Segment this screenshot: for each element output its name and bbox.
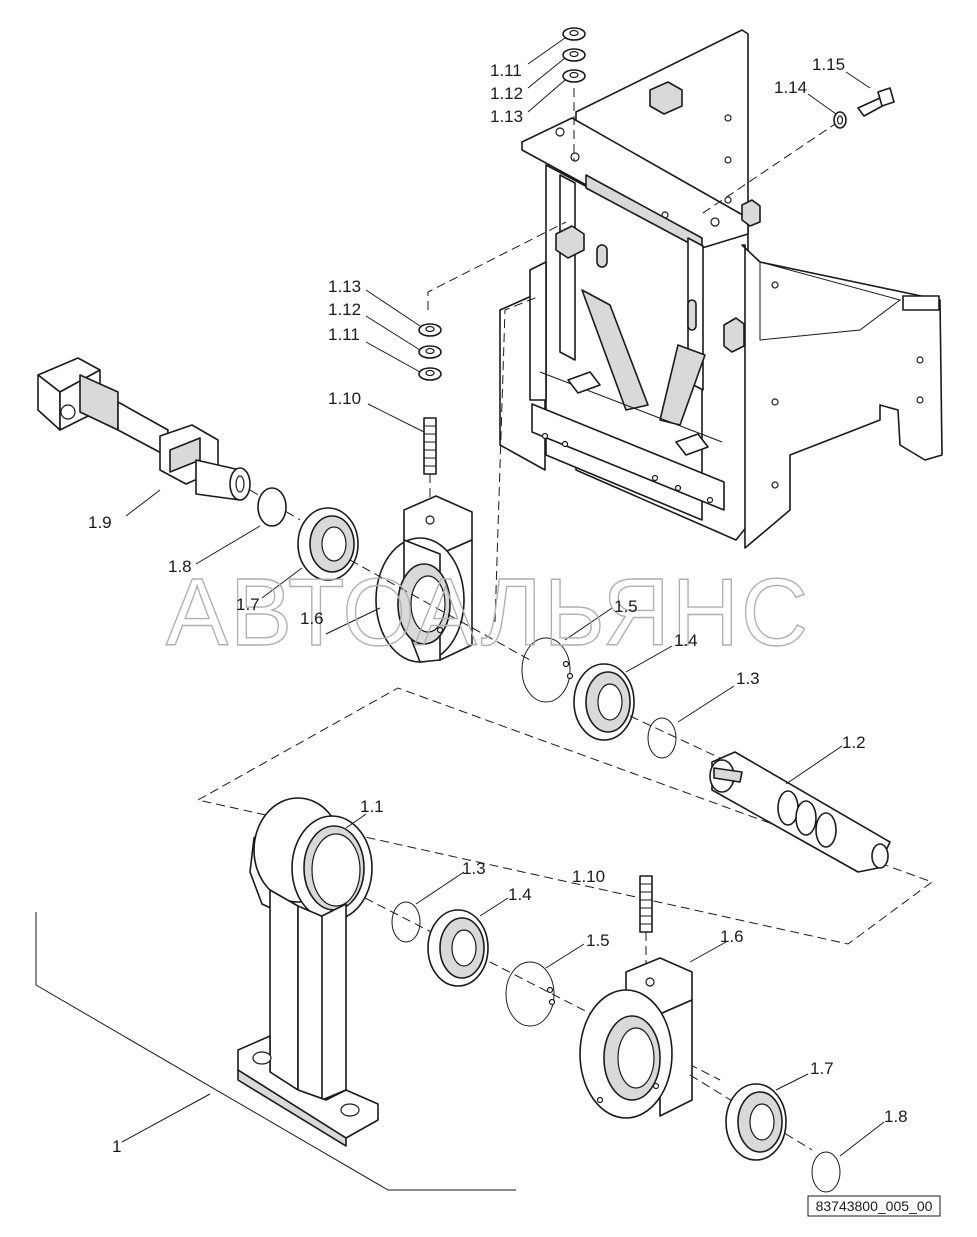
callout-1-5-lower: 1.5: [586, 931, 610, 950]
callout-1-7-lower: 1.7: [810, 1059, 834, 1078]
group-bracket-1: [35, 912, 516, 1191]
assembly-line-stud: [427, 221, 567, 310]
pedestal-bracket: [237, 797, 379, 1147]
callout-1-9: 1.9: [88, 513, 112, 532]
internal-circlip-upper: [521, 637, 574, 703]
nut-washer-stack-middle: [418, 323, 442, 381]
drive-shaft: [709, 751, 891, 873]
leader-lines: [121, 37, 885, 1157]
callout-1-1: 1.1: [360, 797, 384, 816]
callout-1-4-lower: 1.4: [508, 885, 532, 904]
callout-labels: 1.11 1.12 1.13 1.15 1.14 1.13 1.12 1.11 …: [88, 55, 908, 1156]
callout-1: 1: [112, 1137, 121, 1156]
assembly-line-housing: [494, 295, 541, 623]
callout-1-12-middle: 1.12: [328, 300, 361, 319]
callout-1-12-top: 1.12: [490, 84, 523, 103]
bearing-upper-left: [297, 507, 359, 581]
callout-1-2: 1.2: [842, 733, 866, 752]
callout-1-13-middle: 1.13: [328, 277, 361, 296]
bolt-and-washer: [833, 87, 895, 129]
threaded-stud-lower: [639, 875, 653, 978]
callout-1-4-upper: 1.4: [674, 631, 698, 650]
bearing-housing-lower: [579, 957, 693, 1119]
callout-1-11-top: 1.11: [490, 61, 522, 80]
callout-1-13-top: 1.13: [490, 107, 523, 126]
external-circlip-upper: [647, 717, 677, 759]
nut-washer-stack-top: [562, 27, 586, 83]
drawing-number-box: 83743800_005_00: [807, 1195, 941, 1217]
callout-1-8-upper: 1.8: [168, 557, 192, 576]
external-circlip-lower: [391, 901, 421, 943]
callout-1-3-lower: 1.3: [462, 859, 486, 878]
watermark-text: АВТОАЛЬЯНС: [166, 559, 810, 666]
circlip-lower-right: [811, 1151, 841, 1193]
callout-1-11-middle: 1.11: [328, 325, 360, 344]
drawing-number: 83743800_005_00: [816, 1198, 933, 1214]
threaded-stud-upper: [423, 417, 437, 515]
callout-1-10-lower: 1.10: [572, 867, 605, 886]
cardan-shaft: [37, 357, 251, 501]
assembly-line-mid-shaft: [629, 715, 721, 759]
callout-1-15: 1.15: [812, 55, 845, 74]
circlip-upper-left: [257, 487, 287, 527]
bearing-lower-right: [725, 1083, 787, 1161]
callout-1-14: 1.14: [774, 78, 807, 97]
bearing-housing-upper: [375, 495, 473, 663]
assembly-line-upper-shaft: [349, 559, 531, 661]
callout-1-10-upper: 1.10: [328, 389, 361, 408]
assembly-boundary-dashed: [196, 687, 934, 945]
callout-1-6-upper: 1.6: [300, 609, 324, 628]
callout-1-5-upper: 1.5: [614, 597, 638, 616]
callout-1-7-upper: 1.7: [236, 595, 260, 614]
callout-1-6-lower: 1.6: [720, 927, 744, 946]
internal-circlip-lower: [505, 961, 556, 1027]
callout-1-3-upper: 1.3: [736, 669, 760, 688]
bearing-upper-right: [573, 663, 635, 741]
assembly-line-lower-shaft: [364, 897, 721, 1081]
callout-1-8-lower: 1.8: [884, 1107, 908, 1126]
bearing-lower-left: [427, 909, 489, 987]
support-frame: [499, 29, 943, 549]
